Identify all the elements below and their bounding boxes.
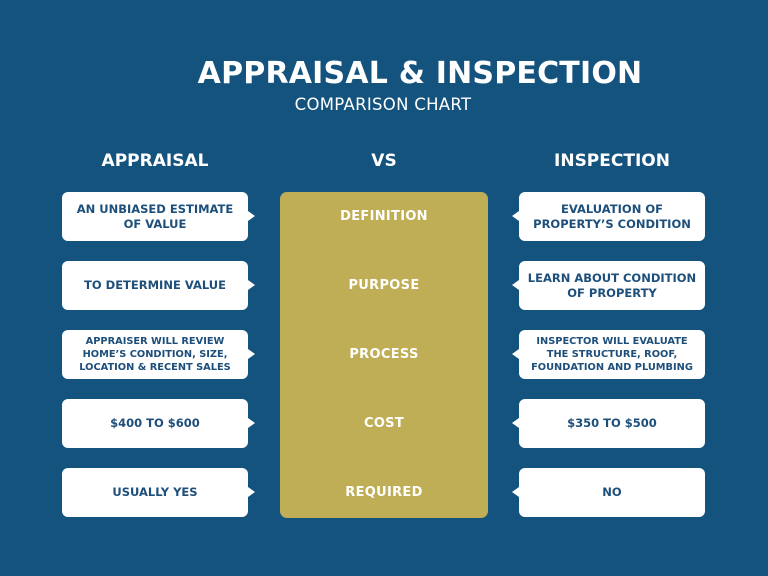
column-heading-inspection: INSPECTION bbox=[554, 151, 670, 171]
category-cost: COST bbox=[363, 416, 405, 431]
appraisal-cost-bubble: $400 TO $600 bbox=[62, 399, 255, 448]
chart-subtitle: COMPARISON CHART bbox=[294, 95, 472, 114]
appraisal-required-bubble: USUALLY YES bbox=[62, 468, 255, 517]
inspection-purpose-bubble: LEARN ABOUT CONDITION OF PROPERTY bbox=[512, 261, 705, 310]
category-purpose: PURPOSE bbox=[348, 278, 420, 293]
appraisal-process-bubble: APPRAISER WILL REVIEW HOME’S CONDITION, … bbox=[62, 330, 255, 379]
column-heading-vs: VS bbox=[371, 151, 397, 171]
category-required: REQUIRED bbox=[345, 485, 423, 500]
appraisal-purpose-bubble: TO DETERMINE VALUE bbox=[62, 261, 255, 310]
category-process: PROCESS bbox=[349, 347, 419, 362]
inspection-definition-bubble: EVALUATION OF PROPERTY’S CONDITION bbox=[512, 192, 705, 241]
chart-title: APPRAISAL & INSPECTION bbox=[197, 56, 643, 91]
category-definition: DEFINITION bbox=[340, 209, 428, 224]
inspection-process-bubble: INSPECTOR WILL EVALUATE THE STRUCTURE, R… bbox=[512, 330, 705, 379]
inspection-cost-bubble: $350 TO $500 bbox=[512, 399, 705, 448]
appraisal-definition-bubble: AN UNBIASED ESTIMATE OF VALUE bbox=[62, 192, 255, 241]
column-heading-appraisal: APPRAISAL bbox=[101, 151, 209, 171]
inspection-required-bubble: NO bbox=[512, 468, 705, 517]
category-panel bbox=[280, 192, 488, 518]
